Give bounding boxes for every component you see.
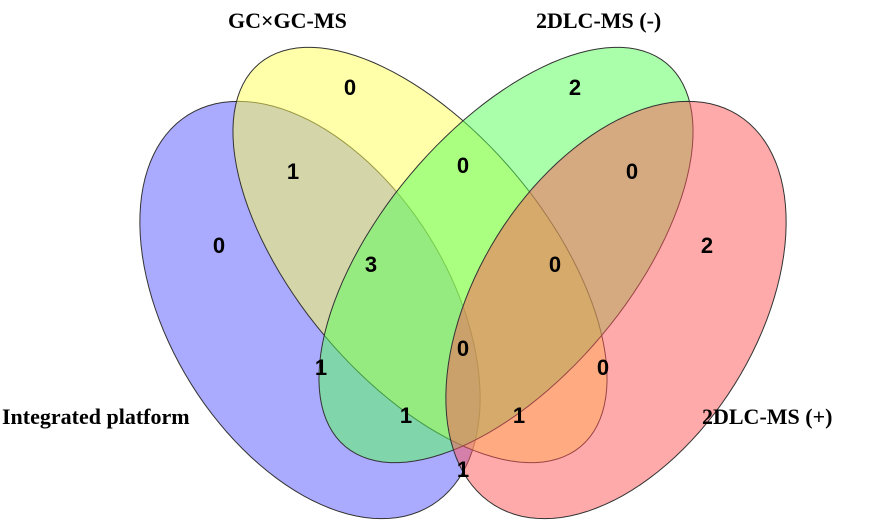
region-gc-only: 0 (344, 75, 356, 100)
set-ellipse-2dlc-pos (445, 100, 787, 520)
set-label-2dlc-neg: 2DLC-MS (-) (536, 8, 661, 33)
region-integrated-gc-lcpos: 1 (513, 403, 525, 428)
region-all-four: 0 (457, 336, 469, 361)
region-integrated-lcneg-lcpos: 1 (400, 403, 412, 428)
set-label-integrated: Integrated platform (2, 404, 190, 429)
region-integrated-lcneg: 1 (315, 355, 327, 380)
region-lcneg-only: 2 (569, 75, 581, 100)
set-label-gcxgc: GC×GC-MS (228, 8, 347, 33)
region-integrated-lcpos: 1 (457, 457, 469, 482)
region-gc-lcpos: 0 (597, 355, 609, 380)
region-integrated-gc: 1 (287, 159, 299, 184)
set-label-2dlc-pos: 2DLC-MS (+) (702, 404, 832, 429)
region-gc-lcneg: 0 (457, 153, 469, 178)
region-integrated-gc-lcneg: 3 (365, 252, 377, 277)
region-gc-lcneg-lcpos: 0 (549, 252, 561, 277)
region-lcpos-only: 2 (701, 233, 713, 258)
region-integrated-only: 0 (213, 233, 225, 258)
region-lcneg-lcpos: 0 (626, 159, 638, 184)
